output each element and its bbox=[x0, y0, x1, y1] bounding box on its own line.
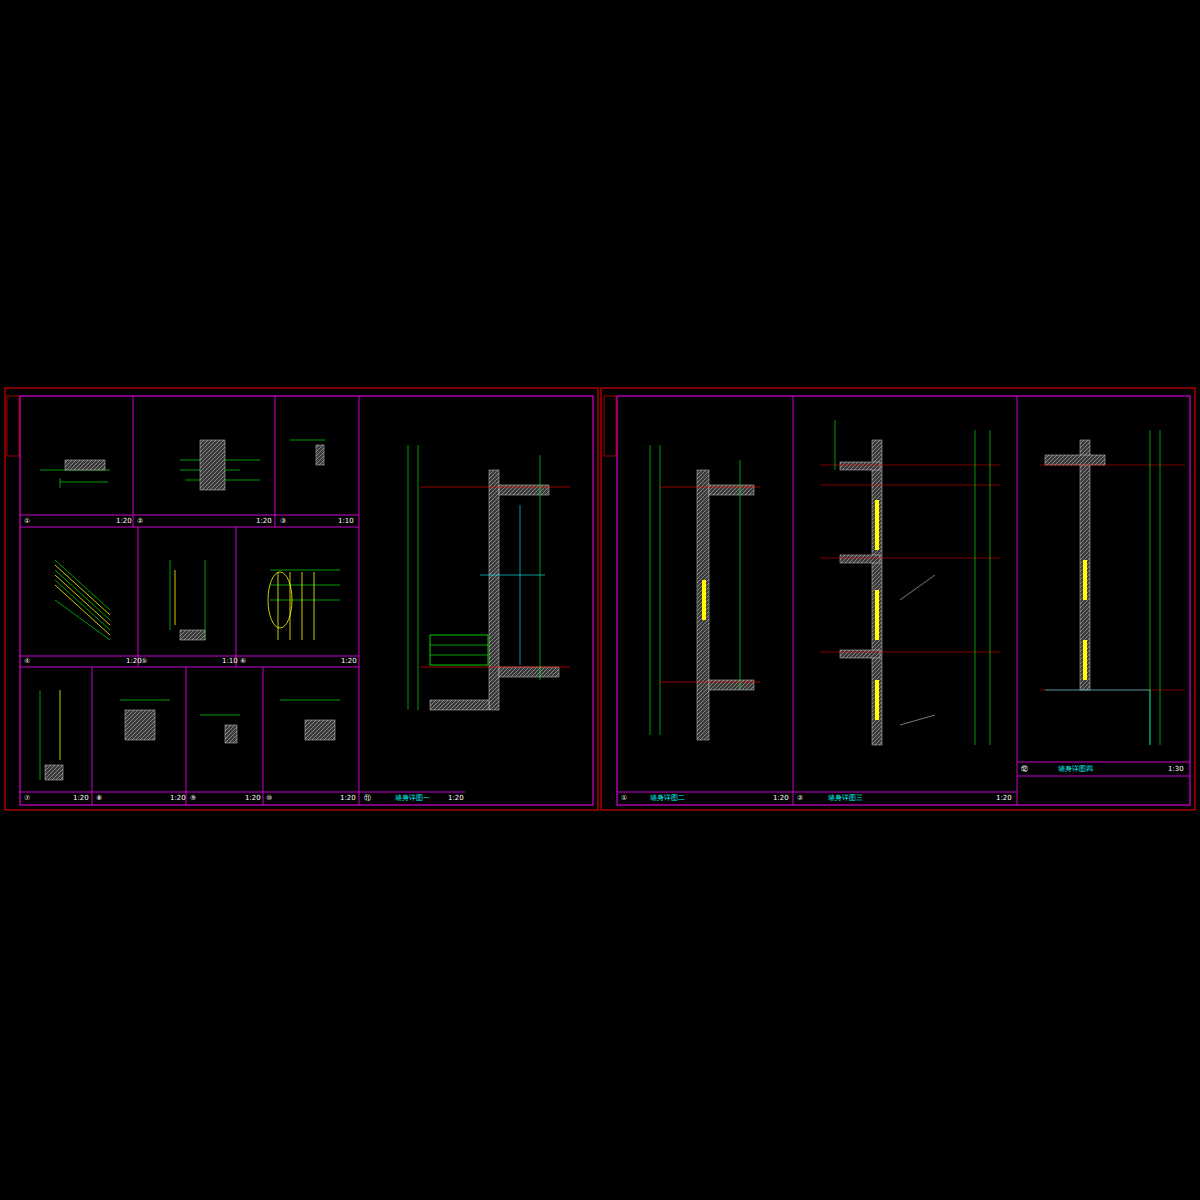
callout-number: ② bbox=[137, 517, 143, 525]
scale-label: 1:20 bbox=[448, 794, 464, 802]
scale-label: 1:20 bbox=[256, 517, 272, 525]
callout-number: ⑧ bbox=[96, 794, 102, 802]
callout-number: ③ bbox=[280, 517, 286, 525]
scale-label: 1:20 bbox=[170, 794, 186, 802]
scale-label: 1:20 bbox=[116, 517, 132, 525]
callout-number: ④ bbox=[24, 657, 30, 665]
scale-label: 1:10 bbox=[222, 657, 238, 665]
callout-number: ⑩ bbox=[266, 794, 272, 802]
callout-number: ② bbox=[797, 794, 803, 802]
callout-number: ⑥ bbox=[240, 657, 246, 665]
detail-title: 墙身详图一 bbox=[395, 794, 430, 802]
callout-number: ① bbox=[621, 794, 627, 802]
callout-number: ⑪ bbox=[364, 794, 371, 802]
detail-title: 墙身详图三 bbox=[828, 794, 863, 802]
callout-number: ① bbox=[24, 517, 30, 525]
scale-label: 1:20 bbox=[996, 794, 1012, 802]
detail-title: 墙身详图二 bbox=[650, 794, 685, 802]
callout-number: ⑨ bbox=[190, 794, 196, 802]
scale-label: 1:20 bbox=[340, 794, 356, 802]
scale-label: 1:20 bbox=[341, 657, 357, 665]
scale-label: 1:20 bbox=[73, 794, 89, 802]
callout-number: ⑦ bbox=[24, 794, 30, 802]
scale-label: 1:30 bbox=[1168, 765, 1184, 773]
callout-number: ⑫ bbox=[1021, 765, 1028, 773]
scale-label: 1:20 bbox=[126, 657, 142, 665]
scale-label: 1:10 bbox=[338, 517, 354, 525]
callout-number: ⑤ bbox=[141, 657, 147, 665]
scale-label: 1:20 bbox=[773, 794, 789, 802]
detail-title: 墙身详图四 bbox=[1058, 765, 1093, 773]
scale-label: 1:20 bbox=[245, 794, 261, 802]
